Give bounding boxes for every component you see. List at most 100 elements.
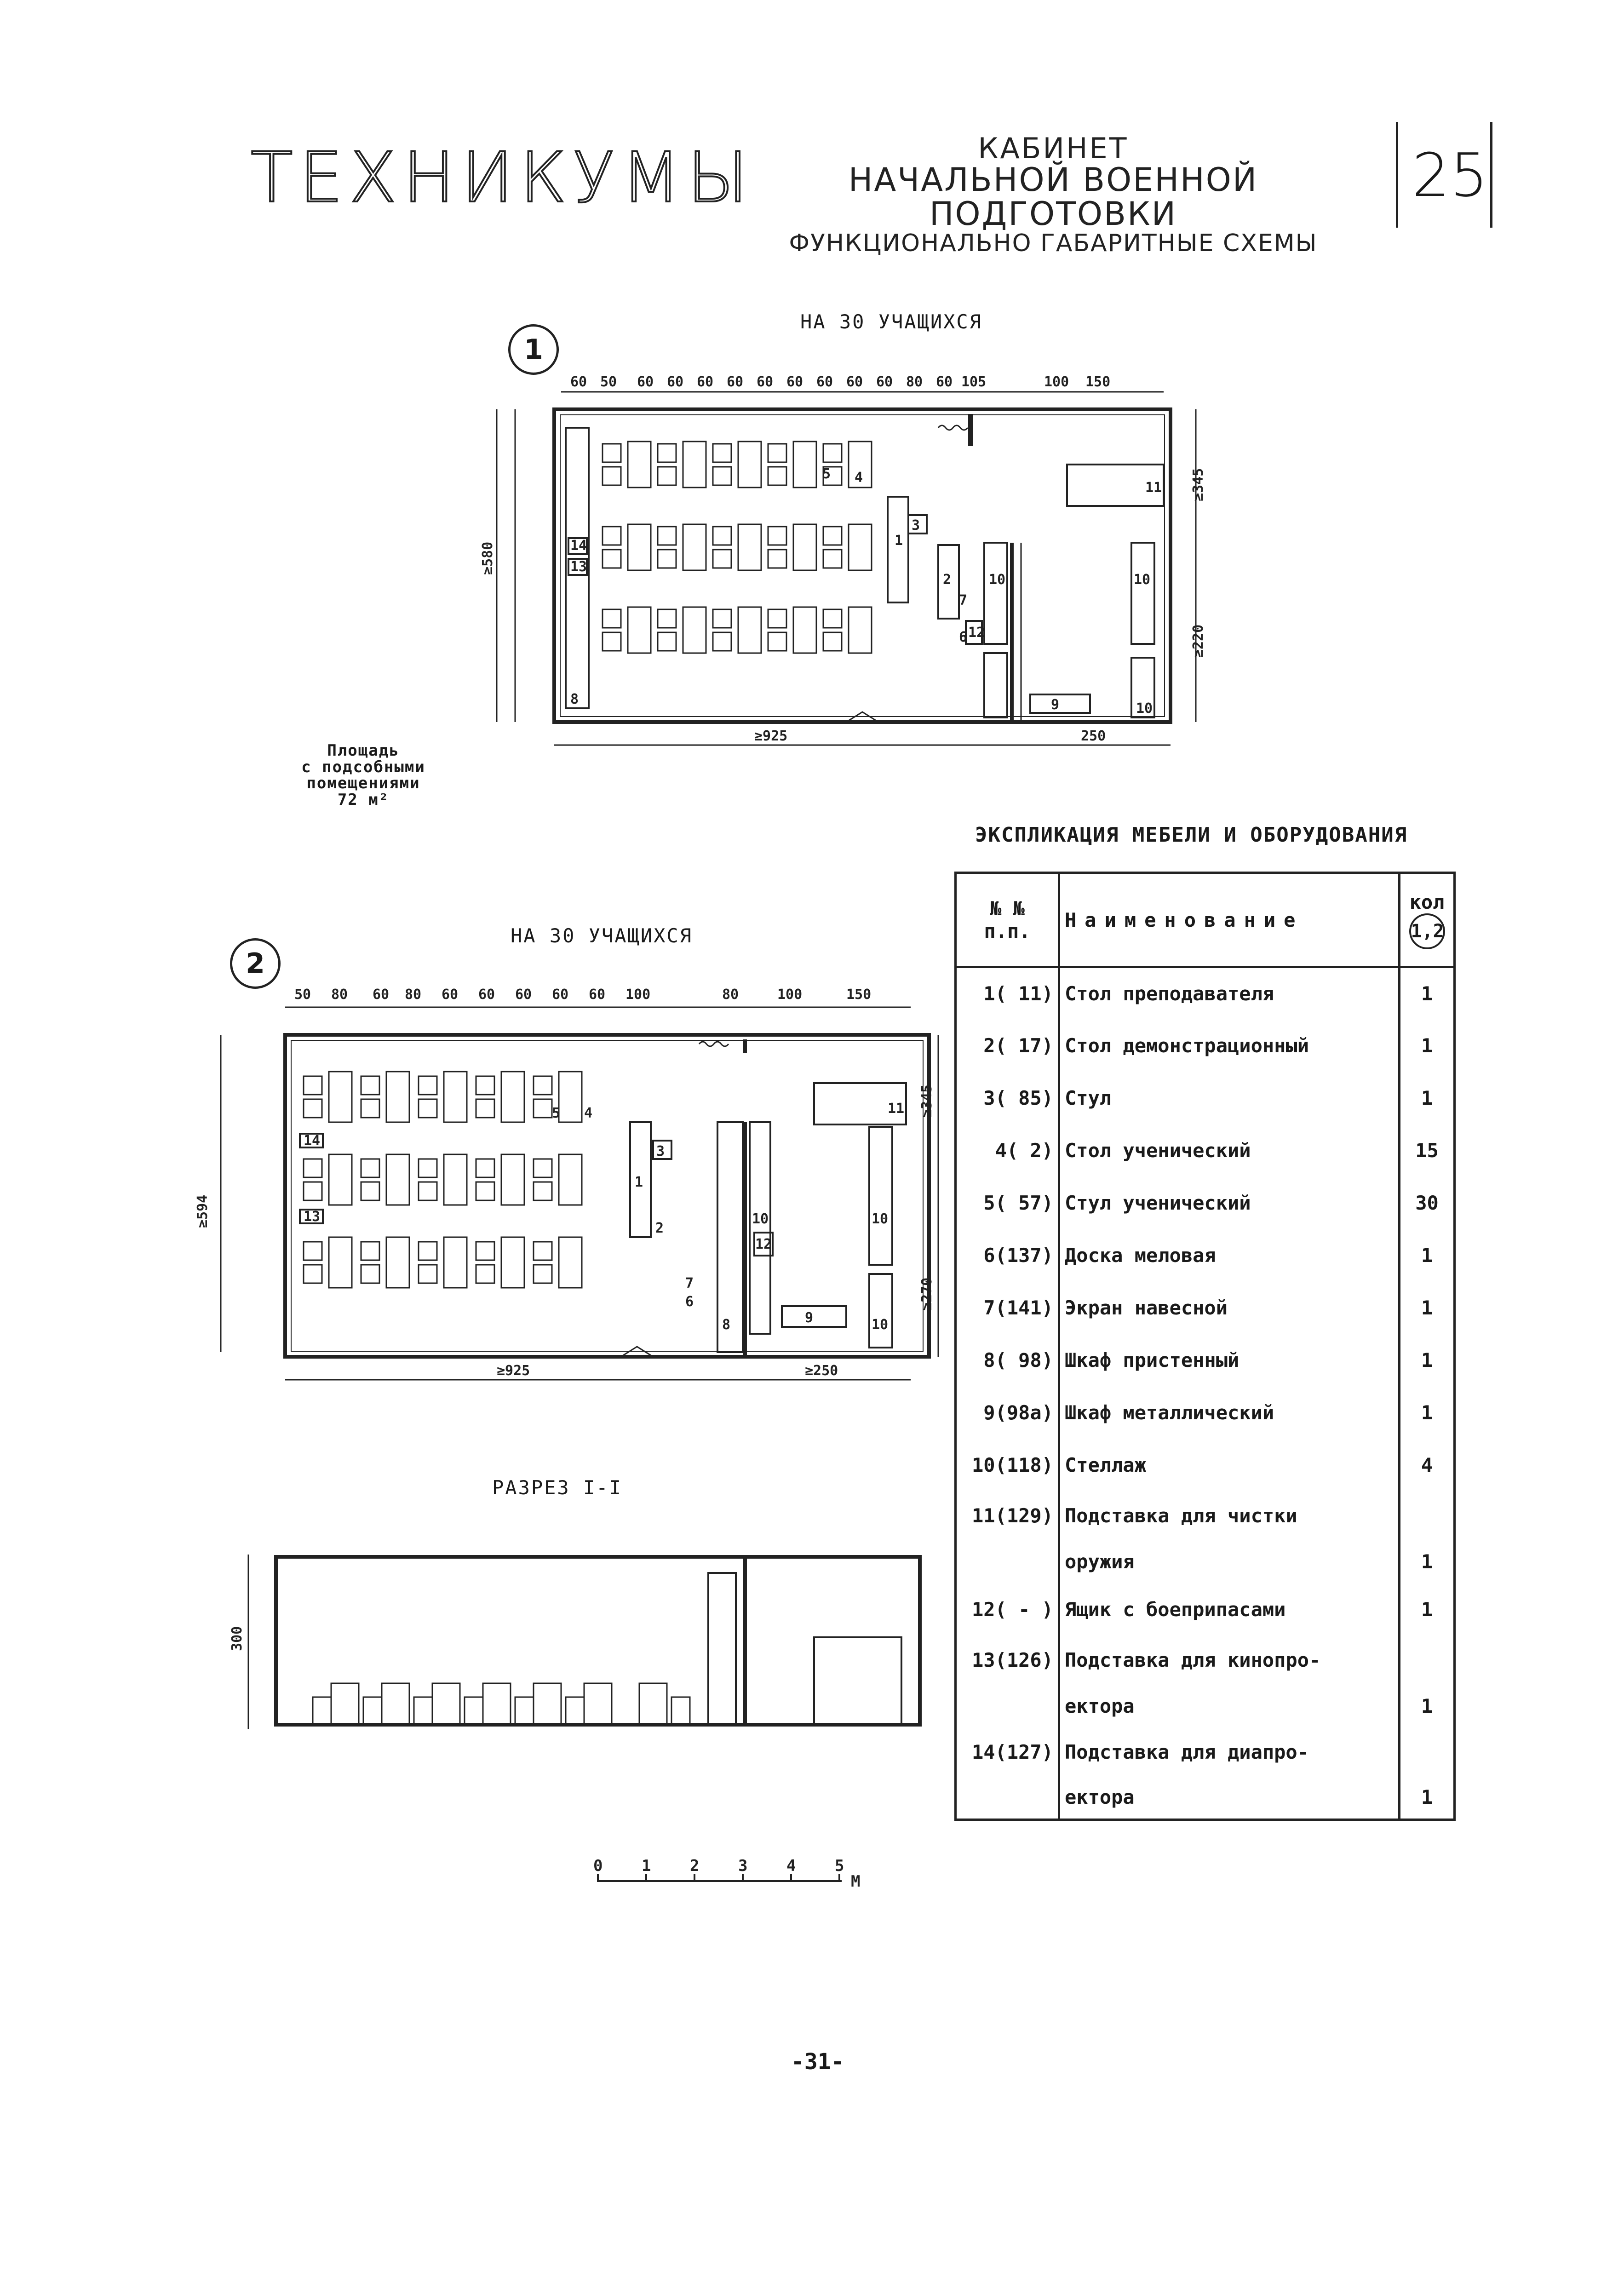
row-num: 10(118) (954, 1439, 1060, 1492)
row-name-continued: ектора (1058, 1684, 1400, 1728)
svg-text:80: 80 (906, 374, 923, 390)
row-name: Стул ученический (1058, 1176, 1400, 1229)
svg-text:60: 60 (442, 987, 458, 1003)
col-qty-label: кол (1409, 890, 1445, 913)
row-qty: 4 (1398, 1439, 1456, 1492)
section-height-dim: 300 (230, 1626, 245, 1651)
svg-text:4: 4 (584, 1105, 592, 1121)
svg-text:≥925: ≥925 (754, 728, 787, 744)
col-num-line-2: п.п. (984, 920, 1031, 942)
series-title: ТЕХНИКУМЫ (250, 137, 755, 219)
row-name: Шкаф пристенный (1058, 1334, 1400, 1387)
svg-text:60: 60 (727, 374, 743, 390)
area-value: 72 м² (337, 791, 390, 809)
svg-text:60: 60 (552, 987, 568, 1003)
svg-text:60: 60 (757, 374, 773, 390)
row-qty: 1 (1398, 1776, 1456, 1821)
area-note-line-1: Площадь (327, 741, 400, 760)
svg-text:60: 60 (570, 374, 587, 390)
svg-text:≥580: ≥580 (480, 542, 496, 575)
svg-text:≥925: ≥925 (497, 1363, 530, 1379)
svg-text:9: 9 (805, 1310, 813, 1326)
row-num: 13(126) (954, 1635, 1060, 1684)
svg-text:60: 60 (667, 374, 683, 390)
svg-text:10: 10 (872, 1211, 888, 1227)
row-qty: 1 (1398, 1072, 1456, 1124)
row-name: Подставка для чистки (1058, 1491, 1400, 1540)
svg-text:100: 100 (625, 987, 650, 1003)
row-num: 1( 11) (954, 967, 1060, 1020)
row-qty: 1 (1398, 1684, 1456, 1728)
svg-text:≥345: ≥345 (1190, 468, 1206, 501)
table-header-row: № № п.п. Наименование кол 1,2 (954, 872, 1456, 968)
svg-text:9: 9 (1051, 697, 1059, 713)
svg-text:10: 10 (1134, 572, 1150, 588)
svg-text:12: 12 (755, 1236, 772, 1252)
svg-text:100: 100 (777, 987, 802, 1003)
scale-tick-1: 1 (642, 1857, 651, 1875)
sheet-title: КАБИНЕТ НАЧАЛЬНОЙ ВОЕННОЙ ПОДГОТОВКИ ФУН… (736, 133, 1371, 256)
row-num: 12( - ) (954, 1583, 1060, 1636)
plan-2-caption: НА 30 УЧАЩИХСЯ (511, 924, 693, 947)
svg-text:60: 60 (876, 374, 893, 390)
row-num: 4( 2) (954, 1124, 1060, 1177)
svg-text:7: 7 (685, 1275, 694, 1291)
scale-bar: 0 1 2 3 4 5 М (593, 1857, 860, 1891)
row-name: Стол демонстрационный (1058, 1019, 1400, 1072)
svg-text:13: 13 (304, 1209, 320, 1225)
svg-text:6: 6 (685, 1294, 694, 1310)
svg-text:60: 60 (816, 374, 833, 390)
row-name-continued: оружия (1058, 1539, 1400, 1583)
row-qty-empty (1398, 1727, 1456, 1776)
row-qty: 30 (1398, 1176, 1456, 1229)
svg-text:60: 60 (515, 987, 532, 1003)
row-num-empty (954, 1684, 1060, 1728)
svg-text:60: 60 (478, 987, 495, 1003)
svg-text:14: 14 (570, 538, 587, 554)
row-name: Подставка для диапро- (1058, 1727, 1400, 1776)
row-num: 2( 17) (954, 1019, 1060, 1072)
row-num: 11(129) (954, 1491, 1060, 1540)
svg-text:10: 10 (1136, 700, 1153, 717)
row-qty-empty (1398, 1491, 1456, 1540)
svg-text:14: 14 (304, 1133, 320, 1149)
row-num: 8( 98) (954, 1334, 1060, 1387)
area-note: Площадь с подсобными помещениями 72 м² (276, 741, 451, 809)
svg-text:80: 80 (331, 987, 348, 1003)
svg-text:11: 11 (1145, 480, 1162, 496)
row-qty: 1 (1398, 1229, 1456, 1282)
col-qty-variant: 1,2 (1409, 913, 1445, 949)
svg-text:60: 60 (637, 374, 654, 390)
row-name: Доска меловая (1058, 1229, 1400, 1282)
scale-tick-3: 3 (738, 1857, 747, 1875)
svg-text:150: 150 (846, 987, 871, 1003)
svg-text:≥270: ≥270 (919, 1278, 935, 1311)
explication-table: № № п.п. Наименование кол 1,2 1( 11)Стол… (954, 872, 1456, 1821)
svg-text:10: 10 (989, 572, 1005, 588)
svg-text:2: 2 (943, 572, 951, 588)
svg-text:250: 250 (1081, 728, 1106, 744)
svg-text:60: 60 (786, 374, 803, 390)
scale-unit: М (851, 1872, 860, 1891)
row-num: 5( 57) (954, 1176, 1060, 1229)
scale-tick-0: 0 (593, 1857, 603, 1875)
row-qty: 1 (1398, 1386, 1456, 1439)
title-line-2: НАЧАЛЬНОЙ ВОЕННОЙ ПОДГОТОВКИ (848, 161, 1258, 233)
svg-text:1: 1 (895, 533, 903, 549)
svg-text:8: 8 (570, 691, 579, 707)
table-row: 13(126)Подставка для кинопро- (954, 1635, 1456, 1684)
section-caption: РАЗРЕЗ I-I (492, 1476, 622, 1499)
svg-text:≥220: ≥220 (1190, 625, 1206, 658)
svg-text:3: 3 (912, 517, 920, 534)
svg-text:60: 60 (846, 374, 863, 390)
row-qty: 1 (1398, 1583, 1456, 1636)
